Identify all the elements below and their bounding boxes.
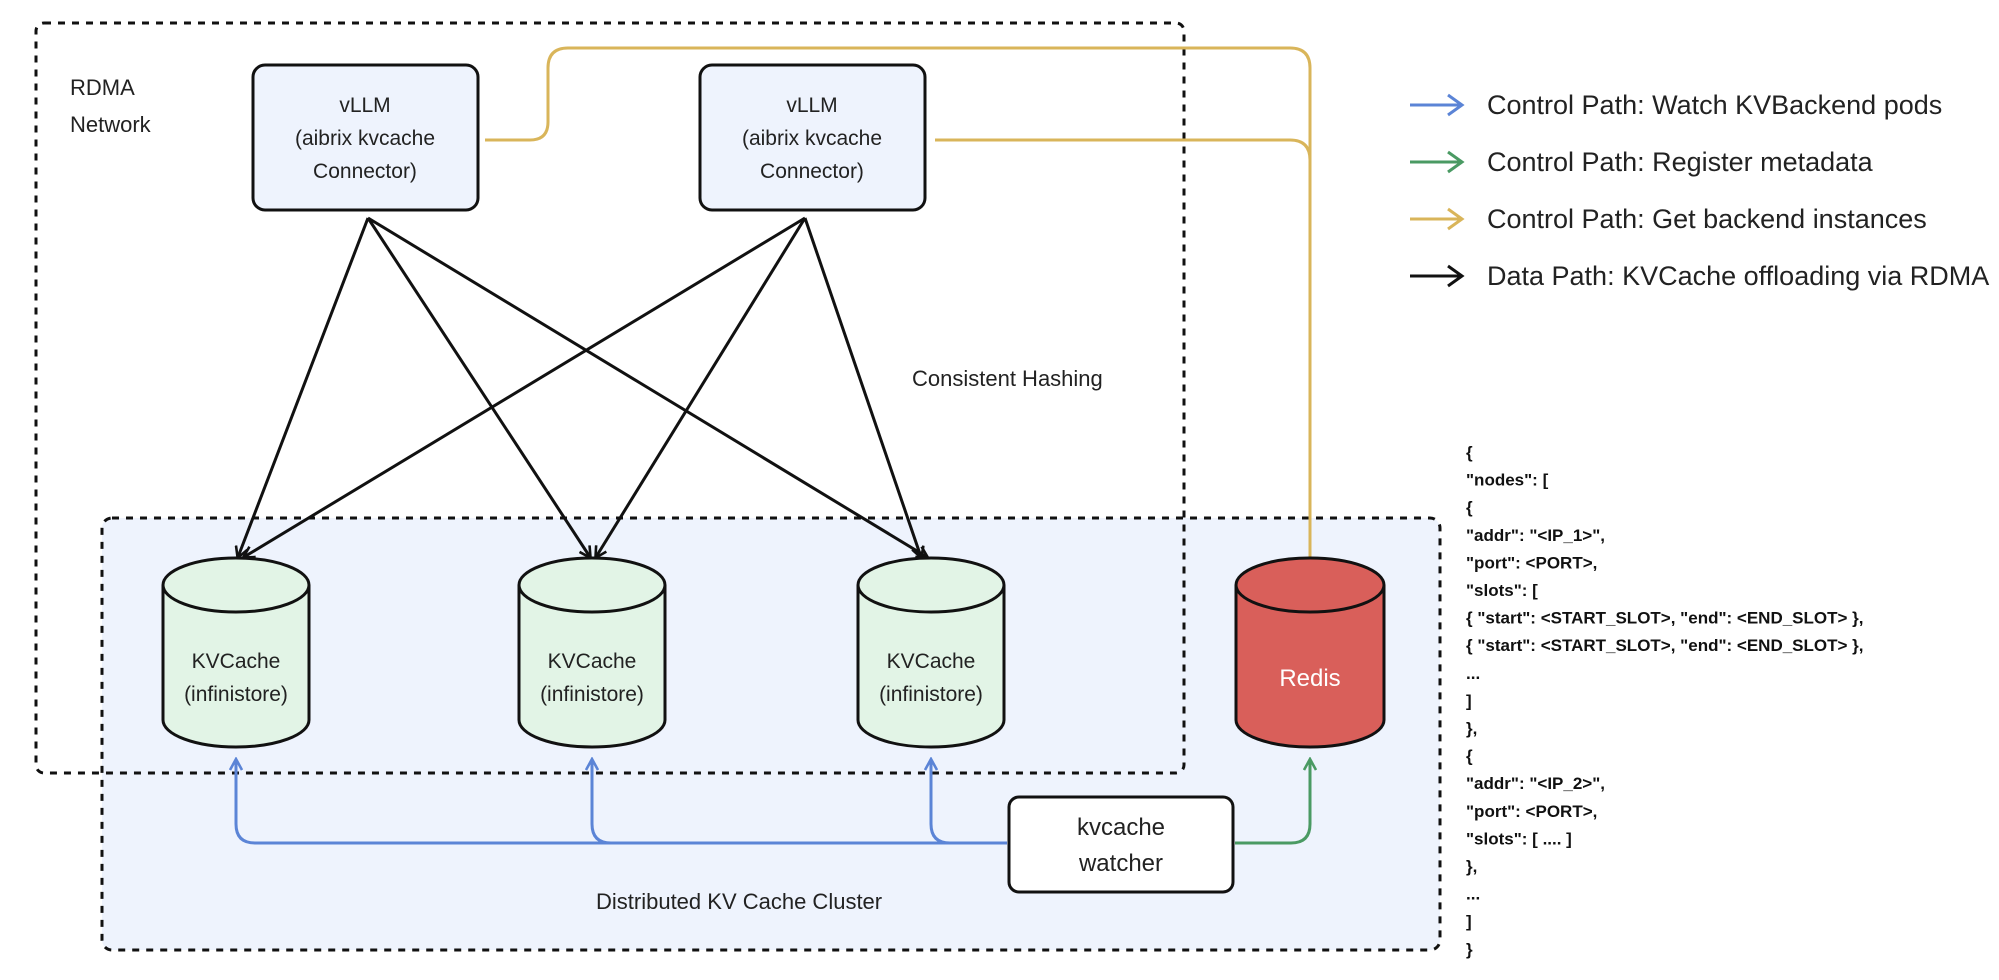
code-line: "nodes": [ bbox=[1466, 471, 1549, 490]
code-line: } bbox=[1466, 940, 1473, 959]
kvcache-node-3-line2: (infinistore) bbox=[879, 683, 983, 706]
legend-arrowhead-icon bbox=[1447, 207, 1465, 231]
kvcache-node-3: KVCache (infinistore) bbox=[856, 556, 1006, 749]
code-line: "addr": "<IP_1>", bbox=[1466, 526, 1605, 545]
code-line: "addr": "<IP_2>", bbox=[1466, 774, 1605, 793]
kvcache-node-1-line2: (infinistore) bbox=[184, 683, 288, 706]
code-line: }, bbox=[1466, 719, 1477, 738]
code-line: { bbox=[1466, 498, 1473, 517]
legend-arrowhead-icon bbox=[1447, 264, 1465, 288]
data-arrow-v2-k3 bbox=[803, 217, 921, 557]
code-line: "slots": [ .... ] bbox=[1466, 829, 1572, 848]
code-line: "slots": [ bbox=[1466, 581, 1538, 600]
green-path-watcher-redis bbox=[1235, 760, 1310, 845]
kvcache-node-2-line1: KVCache bbox=[548, 650, 637, 673]
kvcache-node-2-line2: (infinistore) bbox=[540, 683, 644, 706]
rdma-network-label-line1: RDMA bbox=[70, 75, 135, 100]
code-line: ] bbox=[1466, 912, 1472, 931]
kvcache-node-1: KVCache (infinistore) bbox=[161, 556, 311, 749]
legend-item: Control Path: Register metadata bbox=[1410, 147, 1874, 177]
vllm-node-1-line2: (aibrix kvcache bbox=[295, 127, 435, 150]
legend-label: Control Path: Get backend instances bbox=[1487, 204, 1927, 234]
redis-node: Redis bbox=[1234, 556, 1386, 749]
legend-item: Control Path: Get backend instances bbox=[1410, 204, 1927, 234]
blue-path-kv2 bbox=[592, 760, 612, 845]
vllm-node-2-line1: vLLM bbox=[786, 94, 837, 117]
code-line: { "start": <START_SLOT>, "end": <END_SLO… bbox=[1466, 636, 1864, 655]
rdma-network-label-line2: Network bbox=[70, 112, 152, 137]
vllm-node-1-line3: Connector) bbox=[313, 160, 417, 183]
data-arrow-v1-k3 bbox=[367, 216, 927, 557]
redis-label: Redis bbox=[1279, 665, 1340, 692]
data-arrow-v2-k1 bbox=[244, 216, 806, 557]
code-line: ... bbox=[1466, 664, 1480, 683]
code-line: ... bbox=[1466, 885, 1480, 904]
vllm-node-2-line3: Connector) bbox=[760, 160, 864, 183]
kvcache-watcher-node: kvcache watcher bbox=[1007, 795, 1235, 894]
data-arrow-v1-k2 bbox=[366, 217, 590, 557]
legend-arrowhead-icon bbox=[1447, 150, 1465, 174]
data-path-arrows bbox=[238, 216, 927, 557]
vllm-node-1: vLLM (aibrix kvcache Connector) bbox=[251, 63, 480, 212]
legend: Control Path: Watch KVBackend podsContro… bbox=[1410, 90, 1989, 291]
code-line: "port": <PORT>, bbox=[1466, 553, 1597, 572]
gold-path-vllm1-redis bbox=[485, 46, 1310, 572]
gold-path-vllm2-redis bbox=[935, 138, 1312, 161]
code-line: }, bbox=[1466, 857, 1477, 876]
data-arrow-v1-k1 bbox=[238, 217, 370, 557]
legend-item: Data Path: KVCache offloading via RDMA bbox=[1410, 261, 1989, 291]
vllm-node-2: vLLM (aibrix kvcache Connector) bbox=[698, 63, 927, 212]
legend-item: Control Path: Watch KVBackend pods bbox=[1410, 90, 1942, 120]
consistent-hashing-label: Consistent Hashing bbox=[912, 366, 1103, 391]
kvcache-node-2: KVCache (infinistore) bbox=[517, 556, 667, 749]
data-arrow-v2-k2 bbox=[596, 217, 807, 557]
kvcache-node-3-line1: KVCache bbox=[887, 650, 976, 673]
code-line: ] bbox=[1466, 691, 1472, 710]
code-line: { bbox=[1466, 443, 1473, 462]
legend-label: Control Path: Watch KVBackend pods bbox=[1487, 90, 1942, 120]
legend-label: Data Path: KVCache offloading via RDMA bbox=[1487, 261, 1989, 291]
code-line: { bbox=[1466, 747, 1473, 766]
watcher-line1: kvcache bbox=[1077, 814, 1165, 841]
rdma-network-container bbox=[34, 21, 1186, 775]
vllm-node-1-line1: vLLM bbox=[339, 94, 390, 117]
watcher-line2: watcher bbox=[1078, 850, 1163, 877]
legend-arrowhead-icon bbox=[1447, 93, 1465, 117]
blue-path-kv3 bbox=[931, 760, 951, 845]
code-line: { "start": <START_SLOT>, "end": <END_SLO… bbox=[1466, 609, 1864, 628]
vllm-node-2-line2: (aibrix kvcache bbox=[742, 127, 882, 150]
metadata-json-snippet: { "nodes": [ { "addr": "<IP_1>", "port":… bbox=[1466, 443, 1864, 959]
code-line: "port": <PORT>, bbox=[1466, 802, 1597, 821]
kvcache-node-1-line1: KVCache bbox=[192, 650, 281, 673]
cluster-label: Distributed KV Cache Cluster bbox=[596, 889, 882, 914]
blue-path-watcher bbox=[236, 760, 1007, 845]
legend-label: Control Path: Register metadata bbox=[1487, 147, 1874, 177]
